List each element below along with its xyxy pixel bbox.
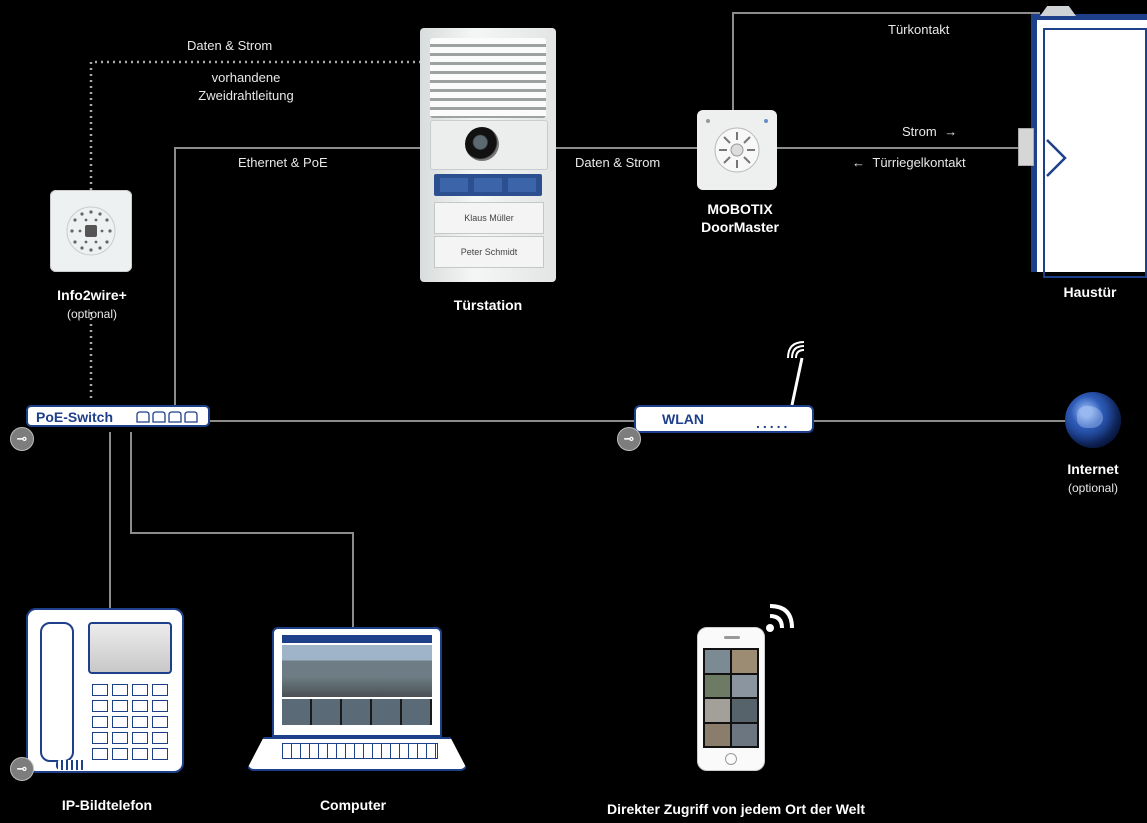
label-daten-strom-mid: Daten & Strom	[575, 155, 661, 170]
ethernet-poe-line	[174, 147, 420, 405]
wlan-label: WLAN	[662, 411, 704, 427]
ip-phone-label: IP-Bildtelefon	[61, 797, 153, 813]
computer-label: Computer	[319, 797, 387, 813]
label-daten-strom-top: Daten & Strom	[187, 38, 273, 53]
phone-screen	[88, 622, 172, 674]
ip-phone	[26, 608, 184, 773]
smartphone	[697, 627, 765, 771]
phone-keypad	[92, 684, 172, 764]
poe-switch-label: PoE-Switch	[36, 409, 114, 425]
mobile-access-label: Direkter Zugriff von jedem Ort der Welt	[606, 801, 866, 817]
door-latch	[1018, 128, 1034, 166]
info2wire-note: (optional)	[66, 307, 118, 321]
switch-computer-line	[130, 432, 354, 627]
door-station-camera-panel	[430, 120, 548, 170]
laptop	[246, 627, 468, 775]
laptop-keyboard	[282, 743, 438, 759]
phone-power-plug-icon: ⊸	[10, 757, 34, 781]
strom-text: Strom	[902, 124, 937, 139]
door-station-nameplate-1: Klaus Müller	[434, 202, 544, 234]
smartphone-home-button	[725, 753, 737, 765]
door-inner-panel	[1043, 28, 1147, 278]
router-leds: .....	[756, 415, 791, 431]
mail-button-icon	[474, 178, 502, 192]
phone-cord-icon	[56, 760, 86, 770]
phone-handset	[40, 622, 74, 762]
info-button-icon	[508, 178, 536, 192]
router-power-plug-icon: ⊸	[617, 427, 641, 451]
switch-power-plug-icon: ⊸	[10, 427, 34, 451]
wlan-antenna	[790, 357, 804, 406]
router-wifi-icon	[787, 341, 805, 359]
door-chevron-icon	[1046, 139, 1067, 177]
two-wire-dotted-line	[89, 60, 420, 190]
switch-ports-icon	[136, 411, 198, 423]
info2wire-device	[50, 190, 132, 272]
door-contact-line	[732, 12, 1040, 110]
smartphone-speaker	[724, 636, 740, 639]
info2wire-grille-icon	[66, 206, 116, 256]
door-station-button-bar	[434, 174, 542, 196]
doormaster-grille-icon	[706, 119, 768, 173]
label-tuerriegelkontakt: ← Türriegelkontakt	[852, 155, 966, 171]
tuerstation-label: Türstation	[453, 297, 523, 313]
smartphone-screen	[703, 648, 759, 748]
haustuer-label: Haustür	[1063, 284, 1117, 300]
bell-button-icon	[440, 178, 468, 192]
door-top-hinge	[1040, 6, 1076, 16]
label-zweidraht-line2: Zweidrahtleitung	[198, 88, 294, 103]
label-strom: Strom →	[902, 124, 957, 140]
laptop-video-thumbnails	[282, 699, 432, 725]
label-tuerkontakt: Türkontakt	[888, 22, 950, 37]
laptop-app-titlebar	[282, 635, 432, 643]
door-station-speaker	[430, 38, 546, 118]
doormaster-label-1: MOBOTIX	[707, 201, 773, 217]
globe-landmass	[1077, 406, 1103, 428]
laptop-video-main	[282, 645, 432, 697]
internet-note: (optional)	[1067, 481, 1119, 495]
poe-switch: PoE-Switch	[26, 405, 210, 427]
label-ethernet-poe: Ethernet & PoE	[238, 155, 328, 170]
smartphone-wifi-icon	[766, 604, 794, 632]
tuerriegelkontakt-text: Türriegelkontakt	[872, 155, 966, 170]
front-door	[1031, 14, 1147, 278]
globe-icon	[1065, 392, 1121, 448]
camera-lens-icon	[465, 127, 499, 161]
doormaster-device	[697, 110, 777, 190]
label-zweidraht-line1: vorhandene	[211, 70, 281, 85]
internet-label: Internet	[1067, 461, 1119, 477]
laptop-screen	[272, 627, 442, 737]
door-station-nameplate-2: Peter Schmidt	[434, 236, 544, 268]
arrow-right-icon: →	[944, 124, 958, 139]
wlan-router: WLAN .....	[634, 405, 814, 433]
door-station: Klaus Müller Peter Schmidt	[420, 28, 556, 282]
arrow-left-icon: ←	[852, 155, 865, 170]
doormaster-label-2: DoorMaster	[701, 219, 779, 235]
laptop-base	[246, 737, 468, 771]
info2wire-label: Info2wire+	[57, 287, 127, 303]
